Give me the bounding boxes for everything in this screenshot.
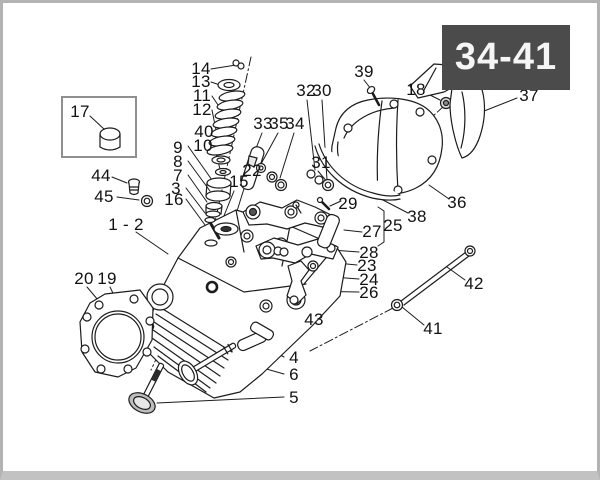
part-label-19: 19	[97, 269, 117, 288]
part-label-3: 3	[171, 179, 181, 198]
group-bracket-25	[377, 206, 385, 247]
head-gasket-drawing	[79, 289, 155, 378]
valve-cover-drawing	[314, 85, 453, 201]
part-label-4: 4	[289, 348, 299, 367]
part-label-15: 15	[229, 172, 249, 191]
part-label-10: 10	[193, 136, 213, 155]
part-label-25: 25	[383, 216, 403, 235]
part-label-37: 37	[519, 86, 539, 105]
part-label-7: 7	[173, 166, 183, 185]
part-label-34: 34	[285, 114, 305, 133]
part-label-31: 31	[311, 153, 331, 172]
part-label-16: 16	[164, 190, 184, 209]
part-label-13: 13	[191, 72, 211, 91]
leader-lines	[86, 64, 518, 404]
part-label-33: 33	[253, 114, 273, 133]
part-label-9: 9	[173, 138, 183, 157]
valve-guide-drawing	[249, 321, 275, 341]
stud-drawing	[390, 245, 476, 312]
part-label-5: 5	[289, 388, 299, 407]
part-label-30: 30	[312, 81, 332, 100]
part-label-24: 24	[359, 270, 379, 289]
exhaust-valve-drawing	[128, 362, 165, 414]
tappet-icon	[99, 127, 121, 151]
part-label-27: 27	[362, 222, 382, 241]
valve-spring-drawing	[204, 59, 246, 247]
part-label-40: 40	[194, 122, 214, 141]
section-badge: 34-41	[442, 25, 570, 90]
part-label-38: 38	[407, 207, 427, 226]
part-label-35: 35	[269, 114, 289, 133]
part-label-32: 32	[296, 81, 316, 100]
inset-box-17	[61, 96, 137, 158]
rocker-assembly-drawing	[242, 169, 340, 305]
intake-valve-drawing	[177, 321, 275, 386]
part-label-42: 42	[464, 274, 484, 293]
part-label-36: 36	[447, 193, 467, 212]
cover-gasket-drawing	[314, 143, 401, 201]
spacer-27-drawing	[316, 213, 340, 249]
part-label-26: 26	[359, 283, 379, 302]
cover-screw-drawing	[366, 85, 381, 107]
small-bolt-drawing	[127, 178, 141, 196]
part-label-28: 28	[359, 243, 379, 262]
part-label-1-2: 1 - 2	[108, 215, 144, 234]
part-label-18: 18	[406, 80, 426, 99]
part-label-17: 17	[70, 102, 90, 121]
part-label-41: 41	[423, 319, 443, 338]
part-label-8: 8	[173, 152, 183, 171]
part-label-22: 22	[242, 161, 262, 180]
part-label-43: 43	[304, 310, 324, 329]
part-label-29: 29	[338, 194, 358, 213]
part-label-23: 23	[357, 256, 377, 275]
part-label-45: 45	[94, 187, 114, 206]
o-ring-43	[205, 280, 219, 294]
washer-drawing	[140, 194, 154, 208]
part-label-44: 44	[91, 166, 111, 185]
part-label-12: 12	[192, 100, 212, 119]
part-label-39: 39	[354, 62, 374, 81]
valve-keepers-drawing	[240, 146, 288, 192]
bell-crank-drawing	[286, 260, 310, 305]
stud-nut-drawing	[390, 298, 404, 312]
part-label-11: 11	[192, 86, 212, 105]
part-label-20: 20	[74, 269, 94, 288]
part-label-6: 6	[289, 365, 299, 384]
part-label-14: 14	[191, 59, 211, 78]
